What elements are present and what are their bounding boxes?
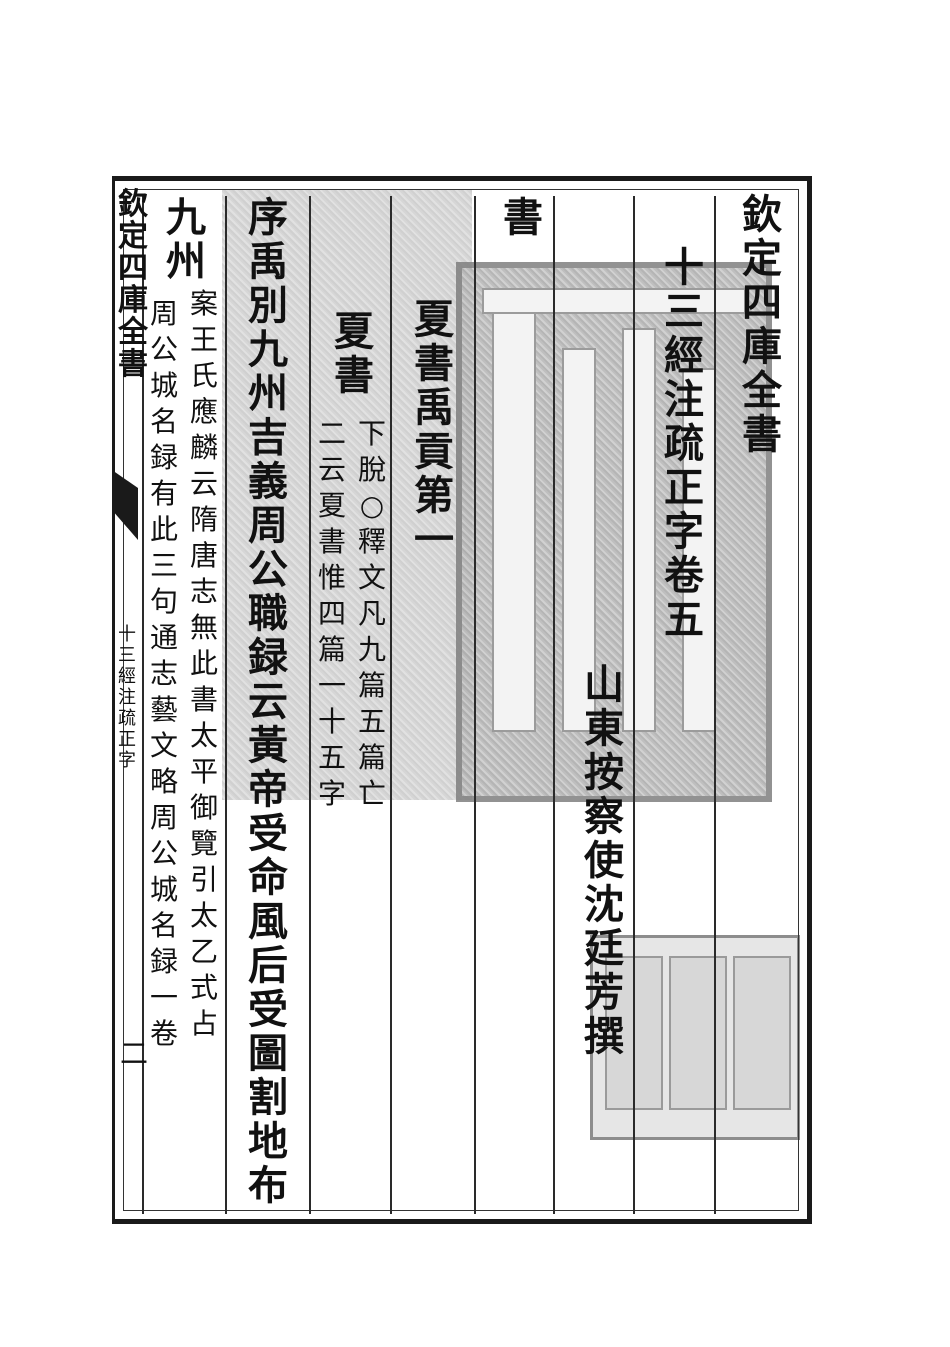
column-rule xyxy=(474,196,476,1214)
annotation-line-a: 下脫○釋文凡九篇五篇亡 xyxy=(358,417,387,810)
column-rule xyxy=(225,196,227,1214)
main-text-line-1: 序禹別九州吉義周公職録云黃帝受命風后受圖割地布 xyxy=(248,194,288,1209)
column-rule xyxy=(142,196,144,1214)
section-heading: 書 xyxy=(503,194,543,241)
spine-book-title: 十三經注疏正字 xyxy=(118,624,136,771)
page-frame xyxy=(112,176,812,1224)
chapter-heading: 夏書禹貢第一 xyxy=(414,296,454,563)
jiu-zhou-entry: 九州 xyxy=(166,194,206,285)
column-rule xyxy=(633,196,635,1214)
annotation-line-d: 周公城名録有此三句通志藝文略周公城名録一卷 xyxy=(150,297,179,1050)
seal-impression-faint xyxy=(222,190,472,800)
fishtail-mark-icon xyxy=(112,470,138,540)
page-number: 二 xyxy=(120,1037,149,1070)
column-rule xyxy=(390,196,392,1214)
annotation-line-b: 二云夏書惟四篇一十五字 xyxy=(318,417,347,810)
inner-border xyxy=(123,189,799,1211)
author-column: 山東按察使沈廷芳撰 xyxy=(584,661,624,1060)
annotation-line-c: 案王氏應麟云隋唐志無此書太平御覽引太乙式占 xyxy=(190,287,219,1040)
column-rule xyxy=(553,196,555,1214)
seal-impression-library xyxy=(590,935,800,1140)
spine-title: 欽定四庫全書 xyxy=(118,187,148,382)
column-rule xyxy=(309,196,311,1214)
xia-shu-entry: 夏書 xyxy=(334,308,374,399)
header-title-column: 欽定四庫全書 xyxy=(742,191,782,458)
book-title-column: 十三經注疏正字卷五 xyxy=(664,244,704,643)
seal-impression-large xyxy=(456,262,772,802)
column-rule xyxy=(714,196,716,1214)
